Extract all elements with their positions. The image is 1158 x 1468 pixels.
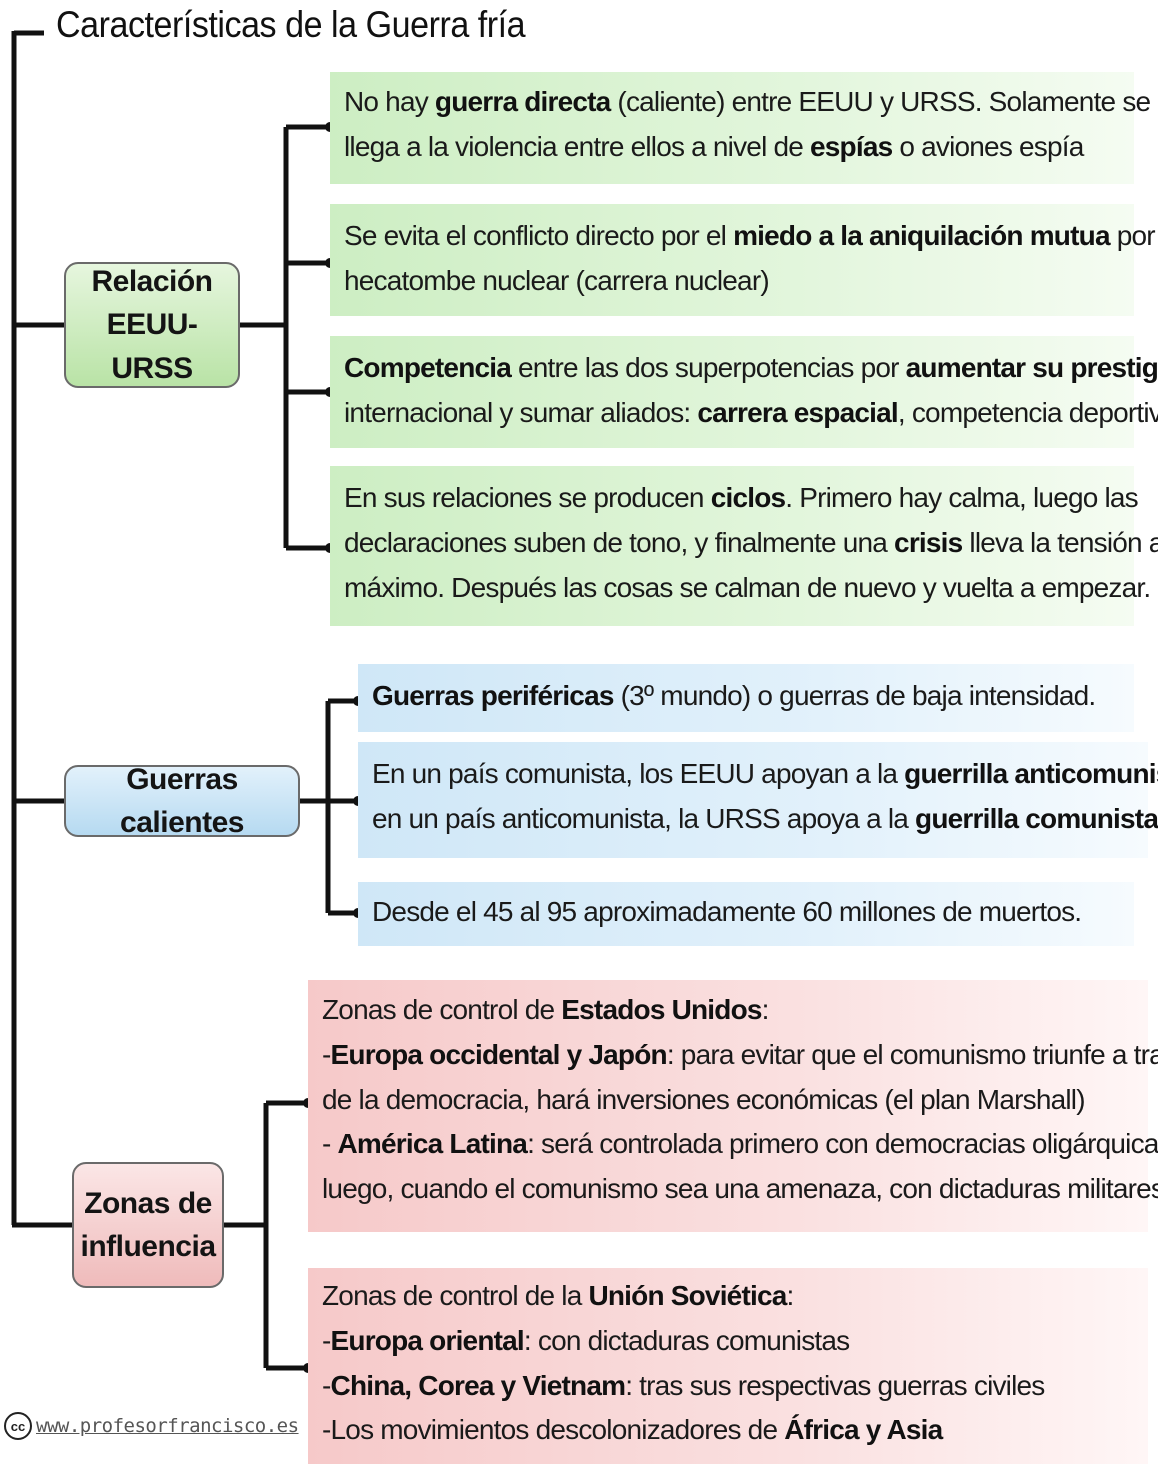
leaf-text: - [322, 1324, 331, 1356]
leaf-text: (caliente) entre EEUU y URSS. Solamente … [610, 86, 1151, 117]
leaf-text-bold: miedo a la aniquilación mutua [733, 220, 1110, 251]
leaf-text-line: llega a la violencia entre ellos a nivel… [344, 125, 1120, 170]
leaf-text: Zonas de control de [322, 994, 562, 1025]
leaf-text-bold: Competencia [344, 352, 512, 383]
leaf-text-bold: Europa occidental y Japón [330, 1038, 668, 1070]
leaf-box: En sus relaciones se producen ciclos. Pr… [330, 466, 1158, 626]
credit: cc www.profesorfrancisco.es [4, 1412, 299, 1440]
leaf-text-bold: Estados Unidos [561, 994, 762, 1025]
leaf-text: máximo. Después las cosas se calman de n… [344, 571, 1151, 603]
leaf-box: Zonas de control de la Unión Soviética:-… [308, 1268, 1148, 1464]
leaf-text: En un país comunista, los EEUU apoyan a … [372, 758, 905, 789]
branch-label-line: Guerras calientes [120, 762, 244, 840]
leaf-text-line: - América Latina: será controlada primer… [322, 1122, 1158, 1167]
leaf-text-bold: aumentar su prestigio [905, 352, 1158, 383]
branch-label-line: Relación [91, 264, 213, 298]
leaf-text-line: Desde el 45 al 95 aproximadamente 60 mil… [372, 890, 1120, 935]
leaf-text-line: internacional y sumar aliados: carrera e… [344, 391, 1158, 436]
creative-commons-icon: cc [4, 1412, 32, 1440]
leaf-text: en un país anticomunista, la URSS apoya … [372, 802, 916, 834]
leaf-text-bold: guerrilla anticomunista [904, 758, 1158, 789]
leaf-text: por [1109, 220, 1156, 251]
leaf-text: - [322, 1128, 338, 1160]
leaf-box: Se evita el conflicto directo por el mie… [330, 204, 1156, 316]
leaf-text: entre las dos superpotencias por [511, 352, 906, 383]
leaf-text-line: No hay guerra directa (caliente) entre E… [344, 80, 1151, 125]
leaf-text-line: luego, cuando el comunismo sea una amena… [322, 1167, 1158, 1212]
leaf-text: hecatombe nuclear (carrera nuclear) [344, 264, 770, 296]
leaf-box: Guerras periféricas (3º mundo) o guerras… [358, 664, 1134, 732]
leaf-text: : para evitar que el comunismo triunfe a… [666, 1038, 1158, 1070]
leaf-text: de la democracia, hará inversiones econó… [322, 1083, 1086, 1115]
credit-url[interactable]: www.profesorfrancisco.es [36, 1415, 299, 1437]
branch-label-line: influencia [80, 1230, 216, 1263]
leaf-text-line: En un país comunista, los EEUU apoyan a … [372, 752, 1158, 797]
leaf-text: Se evita el conflicto directo por el [344, 220, 734, 251]
leaf-box: No hay guerra directa (caliente) entre E… [330, 72, 1151, 184]
leaf-text: En sus relaciones se producen [344, 482, 711, 513]
leaf-text-line: -Europa oriental: con dictaduras comunis… [322, 1319, 1134, 1364]
leaf-text: : [761, 994, 770, 1025]
leaf-box: Competencia entre las dos superpotencias… [330, 336, 1158, 448]
leaf-text-line: Competencia entre las dos superpotencias… [344, 346, 1158, 391]
leaf-text-bold: guerrilla comunista [915, 802, 1158, 834]
leaf-text-bold: Europa oriental [330, 1324, 525, 1356]
leaf-text-bold: guerra directa [434, 86, 611, 117]
leaf-box: Zonas de control de Estados Unidos:-Euro… [308, 980, 1158, 1232]
leaf-text-line: Zonas de control de la Unión Soviética: [322, 1274, 1134, 1319]
leaf-text: - [322, 1038, 331, 1070]
leaf-text-bold: China, Corea y Vietnam [330, 1369, 626, 1401]
leaf-text: : tras sus respectivas guerras civiles [625, 1369, 1045, 1401]
leaf-text-line: -Los movimientos descolonizadores de Áfr… [322, 1408, 1134, 1453]
leaf-text: -Los movimientos descolonizadores de [322, 1414, 785, 1446]
leaf-text: (3º mundo) o guerras de baja intensidad. [613, 680, 1097, 711]
branch-node-zonas-influencia: Zonas de influencia [72, 1162, 224, 1288]
leaf-text-bold: América Latina [337, 1128, 528, 1160]
branch-node-guerras-calientes: Guerras calientes [64, 763, 300, 839]
leaf-text-line: -China, Corea y Vietnam: tras sus respec… [322, 1364, 1134, 1409]
leaf-text: luego, cuando el comunismo sea una amena… [322, 1173, 1158, 1205]
leaf-text-bold: Guerras periféricas [372, 680, 614, 711]
leaf-text-bold: ciclos [710, 482, 786, 513]
leaf-text-line: de la democracia, hará inversiones econó… [322, 1078, 1134, 1123]
leaf-text: , competencia deportiva [897, 396, 1158, 428]
leaf-text: No hay [344, 86, 435, 117]
leaf-text: . Primero hay calma, luego las [785, 482, 1138, 513]
leaf-text: llega a la violencia entre ellos a nivel… [344, 130, 810, 162]
leaf-box: En un país comunista, los EEUU apoyan a … [358, 742, 1158, 858]
leaf-text: declaraciones suben de tono, y finalment… [344, 526, 895, 558]
leaf-text: Zonas de control de la [322, 1280, 589, 1311]
leaf-text-line: hecatombe nuclear (carrera nuclear) [344, 259, 1120, 304]
leaf-text-line: máximo. Después las cosas se calman de n… [344, 566, 1151, 611]
leaf-text-line: -Europa occidental y Japón: para evitar … [322, 1033, 1158, 1078]
leaf-text-bold: espías [810, 130, 893, 162]
leaf-text: - [322, 1369, 331, 1401]
leaf-text: : [786, 1280, 795, 1311]
leaf-text-bold: África y Asia [784, 1414, 943, 1446]
leaf-text: Desde el 45 al 95 aproximadamente 60 mil… [372, 896, 1082, 927]
leaf-text-line: Se evita el conflicto directo por el mie… [344, 214, 1156, 259]
leaf-text-bold: crisis [894, 526, 963, 558]
leaf-text-line: declaraciones suben de tono, y finalment… [344, 521, 1158, 566]
leaf-text: internacional y sumar aliados: [344, 396, 698, 428]
branch-node-relacion: Relación EEUU-URSS [64, 262, 240, 388]
leaf-text: lleva la tensión al [962, 526, 1158, 558]
leaf-box: Desde el 45 al 95 aproximadamente 60 mil… [358, 882, 1134, 946]
leaf-text: : será controlada primero con democracia… [527, 1128, 1158, 1160]
leaf-text-line: En sus relaciones se producen ciclos. Pr… [344, 476, 1139, 521]
leaf-text-line: en un país anticomunista, la URSS apoya … [372, 797, 1158, 842]
leaf-text-bold: Unión Soviética [588, 1280, 787, 1311]
branch-label-line: EEUU-URSS [106, 308, 198, 385]
branch-label-line: Zonas de [84, 1186, 212, 1220]
diagram-title: Características de la Guerra fría [56, 4, 526, 45]
leaf-text-line: Guerras periféricas (3º mundo) o guerras… [372, 674, 1120, 719]
leaf-text-bold: carrera espacial [697, 396, 898, 428]
leaf-text: o aviones espía [892, 130, 1084, 162]
leaf-text-line: Zonas de control de Estados Unidos: [322, 988, 1134, 1033]
leaf-text: : con dictaduras comunistas [523, 1324, 850, 1356]
